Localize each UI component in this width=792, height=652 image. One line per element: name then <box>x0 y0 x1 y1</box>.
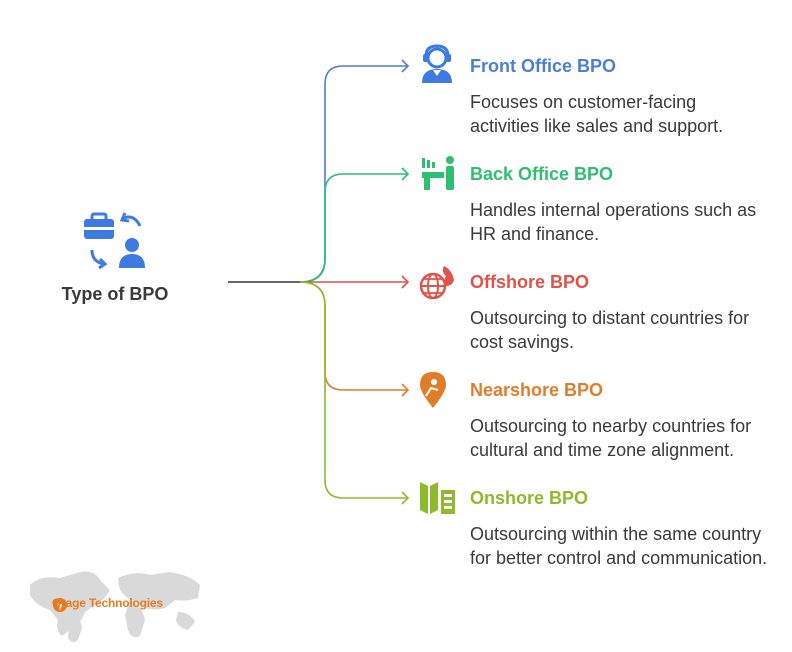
back-office-title: Back Office BPO <box>470 164 614 184</box>
nearshore-description: Outsourcing to nearby countries for cult… <box>470 416 752 460</box>
onshore-description: Outsourcing within the same country for … <box>470 524 768 568</box>
back-office-description: Handles internal operations such as HR a… <box>470 200 757 244</box>
map-pin-icon <box>420 372 446 408</box>
connector-nearshore <box>299 281 408 391</box>
bpo-icon <box>84 212 145 270</box>
root-label: Type of BPO <box>61 284 169 304</box>
desk-worker-icon <box>422 156 454 190</box>
lightning-logo-icon <box>53 598 67 612</box>
globe-icon <box>419 266 454 300</box>
offshore-title: Offshore BPO <box>470 272 590 292</box>
watermark-logo-text: Orage Technologies <box>52 596 163 610</box>
map-icon <box>420 482 455 514</box>
offshore-description: Outsourcing to distant countries for cos… <box>470 308 750 352</box>
onshore-title: Onshore BPO <box>470 488 589 508</box>
front-office-description: Focuses on customer-facing activities li… <box>470 92 724 136</box>
front-office-title: Front Office BPO <box>470 56 617 76</box>
connector-back-office <box>299 173 408 283</box>
agent-headset-icon <box>422 44 452 83</box>
nearshore-title: Nearshore BPO <box>470 380 604 400</box>
world-map-icon <box>30 571 200 643</box>
connector-onshore <box>299 281 408 499</box>
